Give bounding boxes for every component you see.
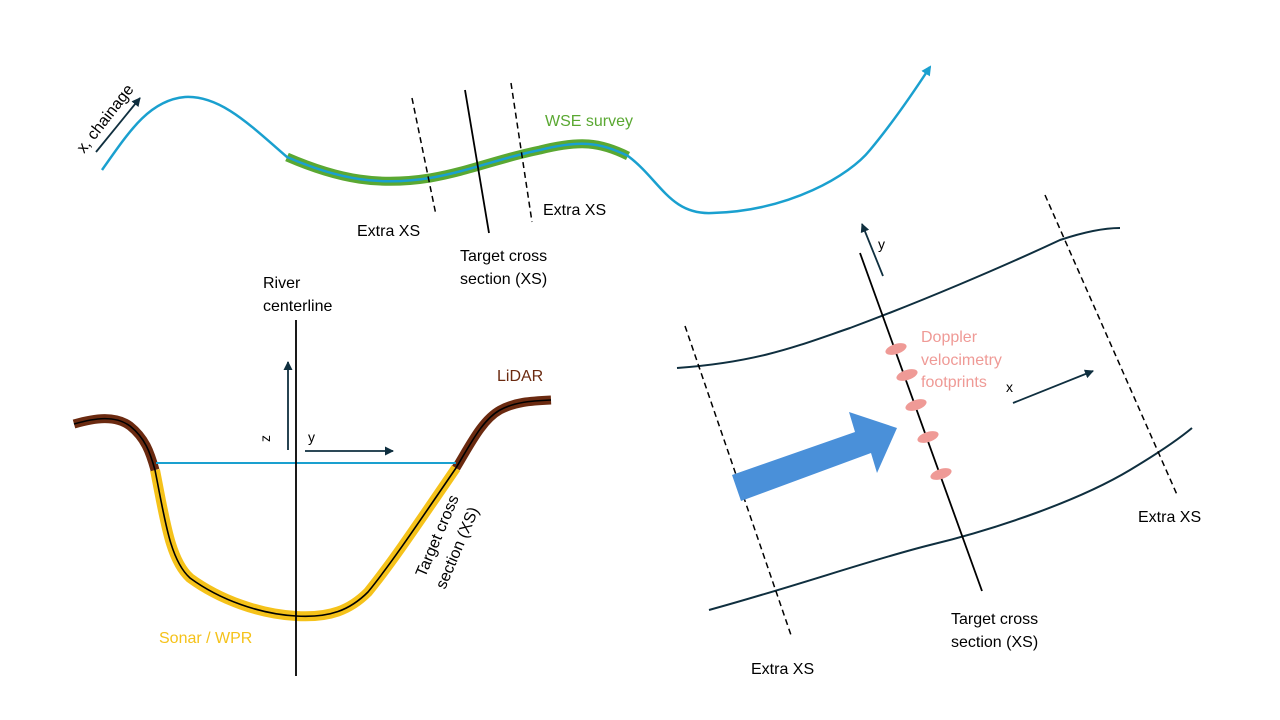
lidar-label: LiDAR	[497, 368, 543, 385]
wse-survey-label: WSE survey	[545, 113, 633, 130]
y-axis-label: y	[308, 429, 315, 445]
z-axis-label: z	[257, 435, 273, 442]
target-xs-label-line1: Target cross	[460, 248, 547, 265]
lidar-band-left	[72, 414, 160, 472]
velocity-x-arrow	[1012, 369, 1094, 404]
velocity-extra-xs-label-bottom: Extra XS	[751, 661, 814, 678]
lower-bank-line	[708, 427, 1193, 611]
velocity-extra-xs-label-right: Extra XS	[1138, 509, 1201, 526]
sonar-band	[150, 465, 461, 622]
velocity-x-label: x	[1006, 379, 1013, 395]
velocity-target-xs-label-line2: section (XS)	[951, 634, 1038, 651]
doppler-label-line2: velocimetry	[921, 352, 1002, 369]
centerline-label-line2: centerline	[263, 298, 332, 315]
doppler-footprint	[905, 399, 927, 411]
doppler-label-line1: Doppler	[921, 329, 978, 346]
cross-section-view: z y River centerline LiDAR Sonar / WPR T…	[72, 275, 552, 676]
plan-view: x, chainage WSE survey Extra XS Extra XS…	[74, 65, 932, 288]
sonar-label: Sonar / WPR	[159, 630, 252, 647]
centerline-label-line1: River	[263, 275, 301, 292]
velocity-view: y x Doppler velocimetry footprints Extra…	[676, 194, 1201, 678]
velocity-y-label: y	[878, 236, 885, 252]
extra-xs-left-line	[411, 97, 437, 216]
velocity-target-xs-line	[859, 252, 983, 592]
flow-direction-arrow	[732, 412, 897, 501]
river-centerline-path	[100, 65, 932, 215]
target-xs-line	[464, 89, 490, 234]
doppler-footprint	[917, 431, 939, 443]
doppler-label-line3: footprints	[921, 374, 987, 391]
chainage-arrow	[95, 97, 141, 153]
velocity-target-xs-label-line1: Target cross	[951, 611, 1038, 628]
extra-xs-right-dashed	[1044, 194, 1179, 498]
target-xs-label-line2: section (XS)	[460, 271, 547, 288]
velocity-y-arrow	[860, 223, 884, 277]
extra-xs-label-right: Extra XS	[543, 202, 606, 219]
upper-bank-line	[676, 227, 1121, 369]
extra-xs-label-left: Extra XS	[357, 223, 420, 240]
doppler-footprint	[885, 343, 907, 355]
doppler-footprint	[930, 468, 952, 480]
chainage-label: x, chainage	[74, 81, 138, 156]
extra-xs-right-line	[510, 82, 533, 223]
lidar-band-right	[452, 395, 552, 471]
doppler-footprint	[896, 369, 918, 381]
